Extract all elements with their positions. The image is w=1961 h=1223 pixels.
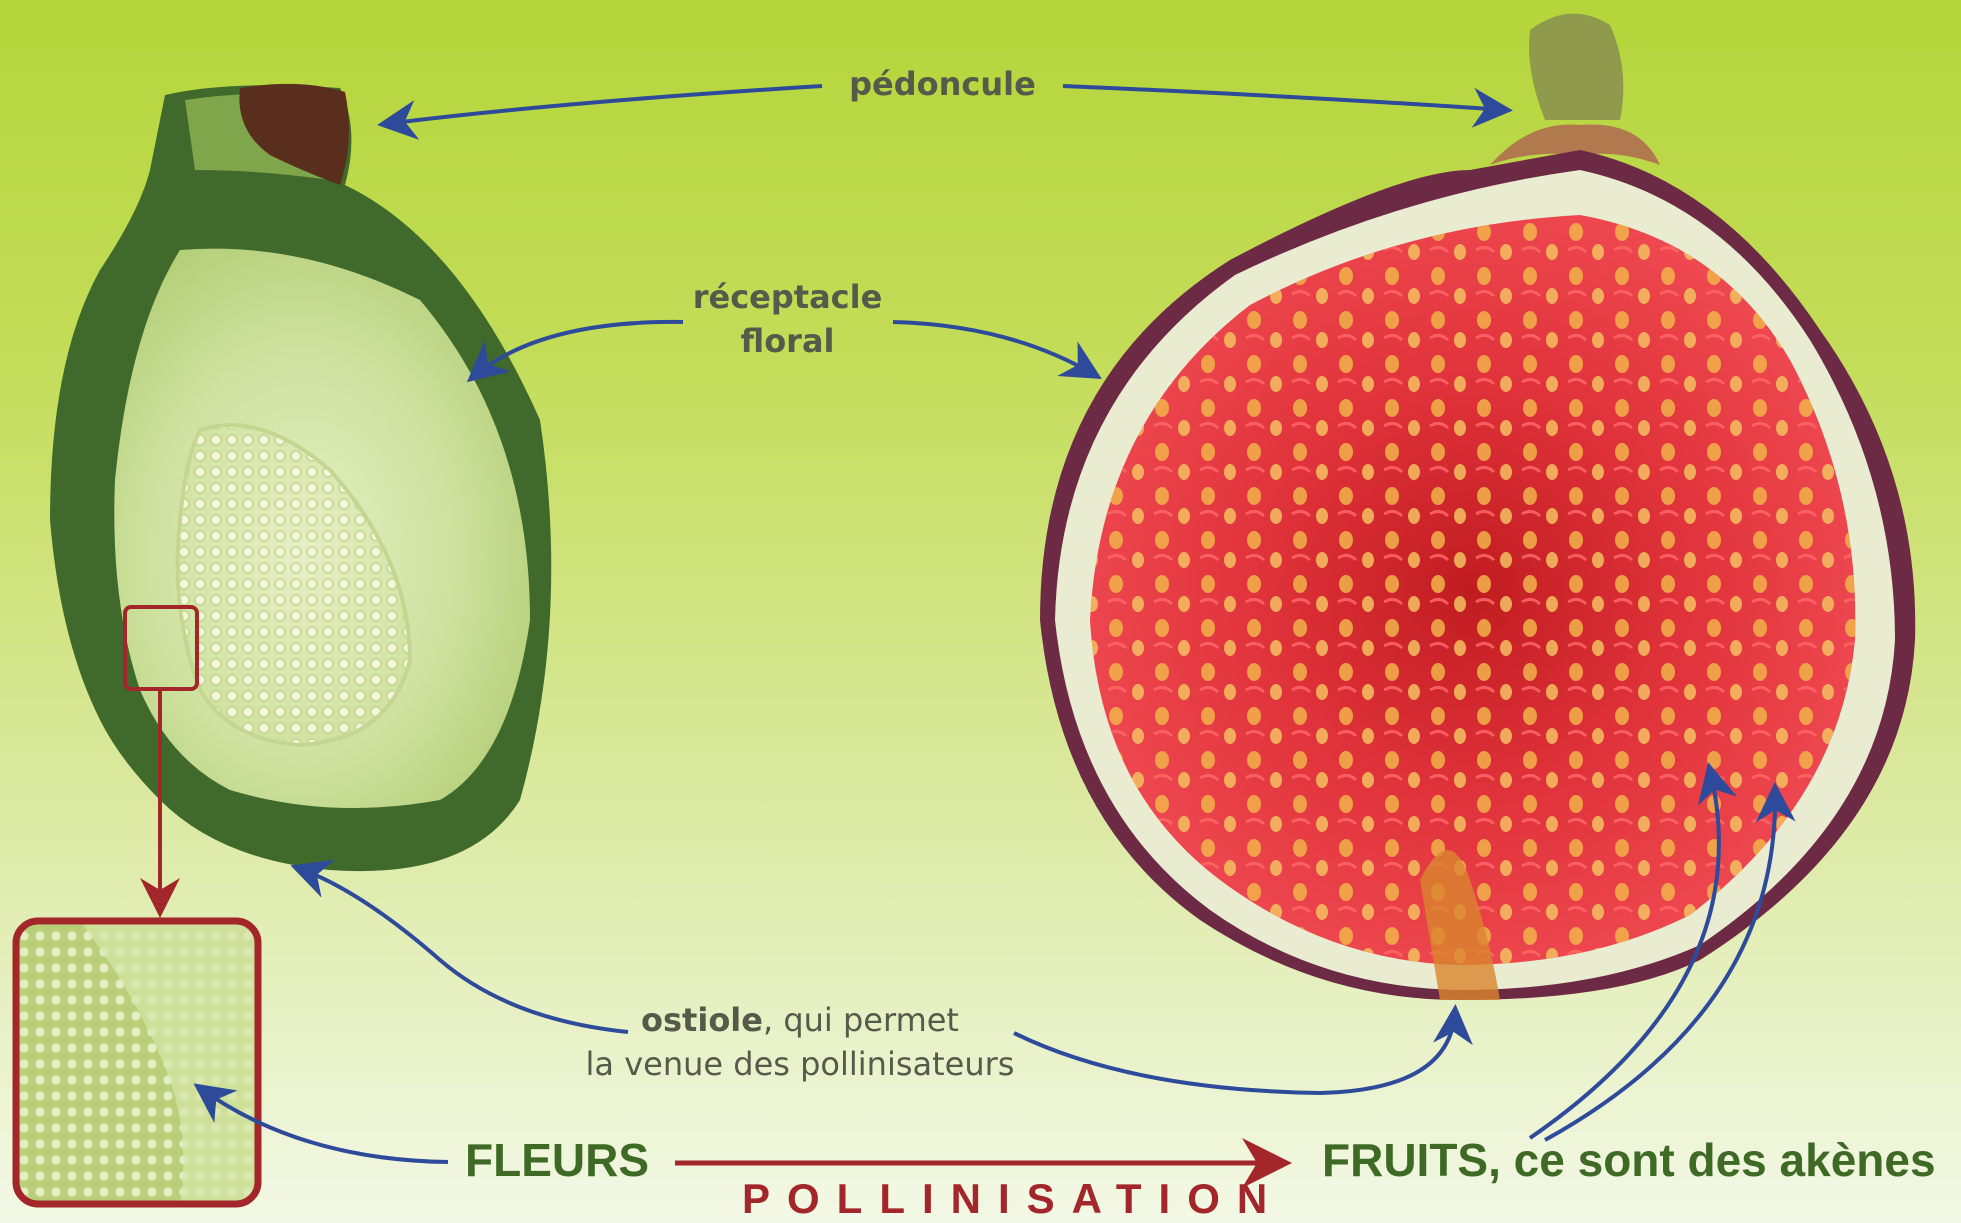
label-ostiole-bold: ostiole (641, 1001, 763, 1039)
arrow-peduncle-left (385, 86, 822, 124)
arrow-peduncle-right (1063, 86, 1505, 110)
label-peduncle: pédoncule (835, 62, 1050, 106)
label-receptacle-line2: floral (680, 319, 895, 363)
label-ostiole-line2: la venue des pollinisateurs (570, 1042, 1030, 1086)
arrow-receptacle-right (893, 322, 1095, 375)
label-pollination: POLLINISATION (742, 1175, 1284, 1223)
label-ostiole: ostiole, qui permet la venue des pollini… (570, 998, 1030, 1086)
green-fig-section (50, 84, 551, 871)
ripe-fig-section (1040, 14, 1915, 1000)
label-receptacle: réceptacle floral (680, 275, 895, 363)
label-ostiole-rest: , qui permet (763, 1001, 959, 1039)
flower-close-up (16, 921, 258, 1204)
arrow-ostiole-right (1014, 1012, 1455, 1093)
label-receptacle-line1: réceptacle (680, 275, 895, 319)
label-fruits: FRUITS, ce sont des akènes (1322, 1133, 1936, 1187)
label-flowers: FLEURS (465, 1133, 649, 1187)
